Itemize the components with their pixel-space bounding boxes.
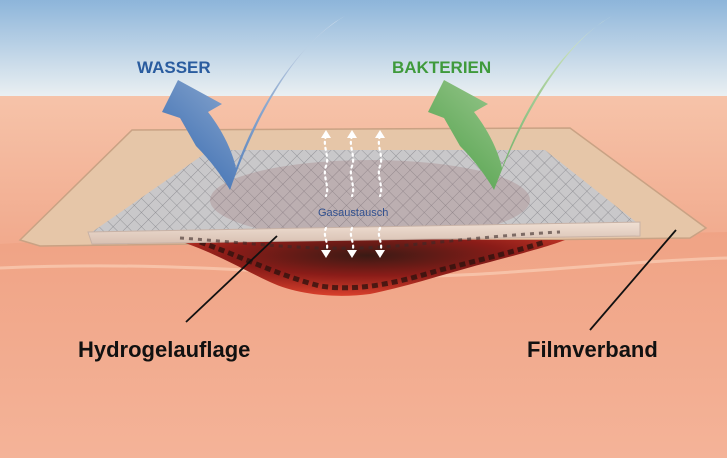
- water-label: WASSER: [137, 58, 211, 77]
- hydrogel-label: Hydrogelauflage: [78, 337, 250, 362]
- bacteria-label: BAKTERIEN: [392, 58, 491, 77]
- film-label: Filmverband: [527, 337, 658, 362]
- sky-background: [0, 0, 727, 100]
- gas-exchange-label: Gasaustausch: [318, 207, 388, 219]
